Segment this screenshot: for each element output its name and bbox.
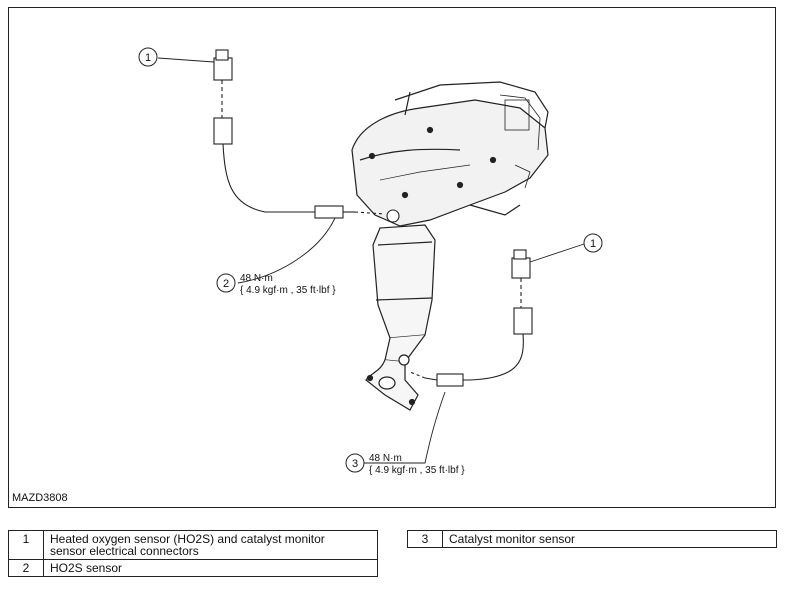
legend-desc: HO2S sensor <box>43 559 378 577</box>
figure-id: MAZD3808 <box>12 492 68 504</box>
callout-2: 2 48 N·m { 4.9 kgf·m , 35 ft·lbf } <box>216 273 336 296</box>
legend-table-left: 1 Heated oxygen sensor (HO2S) and cataly… <box>8 530 378 577</box>
torque-spec-line2: { 4.9 kgf·m , 35 ft·lbf } <box>369 465 465 476</box>
figure-frame <box>8 7 776 508</box>
legend-desc: Catalyst monitor sensor <box>442 530 777 548</box>
legend-table-right: 3 Catalyst monitor sensor <box>407 530 777 548</box>
torque-spec-line1: 48 N·m <box>369 453 402 464</box>
leader-lines <box>157 57 585 464</box>
manifold-heat-shield <box>351 81 549 227</box>
torque-spec-line2: { 4.9 kgf·m , 35 ft·lbf } <box>240 285 336 296</box>
legend-row: 3 Catalyst monitor sensor <box>407 530 777 548</box>
callout-number: 1 <box>145 52 151 64</box>
exhaust-diagram: 1 1 2 48 N·m { 4.9 kgf·m , 35 ft·lbf } 3… <box>138 47 603 476</box>
legend-num: 3 <box>407 530 443 548</box>
callout-number: 1 <box>590 238 596 250</box>
upstream-sensor-harness <box>213 49 400 223</box>
callout-1-right: 1 <box>583 233 603 253</box>
legend-row: 1 Heated oxygen sensor (HO2S) and cataly… <box>8 530 378 560</box>
catalytic-converter <box>365 224 436 411</box>
callout-number: 3 <box>352 458 358 470</box>
legend-num: 1 <box>8 530 44 560</box>
downstream-sensor-harness <box>409 249 533 387</box>
callout-1-top: 1 <box>138 47 158 67</box>
callout-number: 2 <box>223 278 229 290</box>
legend-row: 2 HO2S sensor <box>8 559 378 577</box>
callout-3: 3 48 N·m { 4.9 kgf·m , 35 ft·lbf } <box>345 453 465 476</box>
legend-num: 2 <box>8 559 44 577</box>
torque-spec-line1: 48 N·m <box>240 273 273 284</box>
legend-desc: Heated oxygen sensor (HO2S) and catalyst… <box>43 530 378 560</box>
